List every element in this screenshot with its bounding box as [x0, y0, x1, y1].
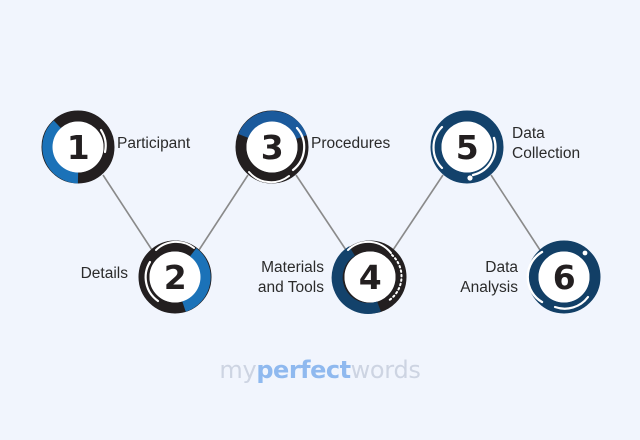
connector-2-3	[198, 174, 249, 251]
logo-text-perfect: perfect	[256, 356, 351, 384]
connector-4-5	[392, 174, 444, 251]
connector-3-4	[295, 174, 347, 251]
step-number-1: 1	[66, 127, 90, 167]
step-node-4[interactable]: 4	[331, 238, 409, 316]
step-node-2[interactable]: 2	[136, 238, 214, 316]
connector-1-2	[102, 174, 153, 251]
logo-text-my: my	[219, 356, 257, 384]
step-label-3: Procedures	[311, 135, 391, 152]
connector-5-6	[490, 174, 541, 251]
brand-logo: myperfectwords	[0, 358, 640, 382]
step-label-2: Details	[80, 265, 128, 282]
step-node-3[interactable]: 3	[233, 108, 311, 186]
step-node-5[interactable]: 5	[428, 108, 506, 186]
step-label-1: Participant	[117, 135, 191, 152]
step-number-5: 5	[455, 127, 479, 167]
step-number-3: 3	[260, 127, 284, 167]
logo-text-words: words	[350, 356, 421, 384]
step-number-4: 4	[358, 257, 382, 297]
step-node-1[interactable]: 1	[39, 108, 117, 186]
step-number-6: 6	[552, 257, 576, 297]
step-node-6[interactable]: 6	[525, 238, 603, 316]
step-number-2: 2	[163, 257, 187, 297]
step-label-4: Materials and Tools	[257, 259, 324, 296]
step-label-5: Data Collection	[512, 125, 581, 162]
step-label-6: Data Analysis	[460, 259, 518, 296]
